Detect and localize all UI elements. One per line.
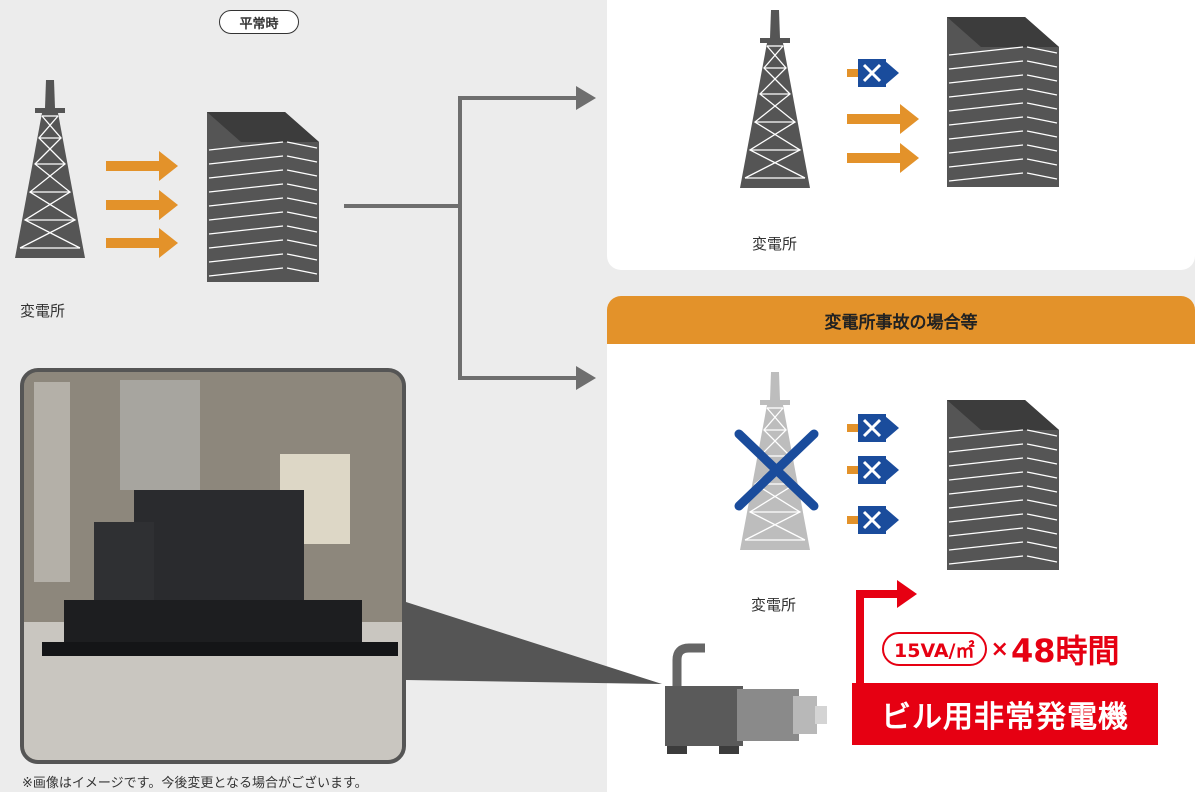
arrowhead-top-icon <box>576 86 596 110</box>
outage-panel-top <box>607 0 1195 270</box>
failure-x-icon <box>734 429 819 511</box>
photo-caption: ※画像はイメージです。今後変更となる場合がございます。 <box>22 776 368 791</box>
substation-label-accident: 変電所 <box>751 596 797 614</box>
multiply-sign: × <box>990 636 1009 662</box>
duration-value: 48時間 <box>1010 632 1120 670</box>
generator-icon <box>665 643 827 754</box>
arrowhead-bottom-icon <box>576 366 596 390</box>
substation-label-top: 変電所 <box>752 235 798 253</box>
generator-supply-arrow <box>856 580 917 716</box>
capacity-value: 15VA/㎡ <box>882 632 987 666</box>
capacity-formula: 15VA/㎡ × 48時間 <box>882 626 1119 672</box>
generator-photo <box>20 368 406 764</box>
accident-drawing <box>665 371 1060 754</box>
accident-header: 変電所事故の場合等 <box>607 296 1195 344</box>
normal-state-badge: 平常時 <box>219 10 299 34</box>
generator-label: ビル用非常発電機 <box>852 683 1158 745</box>
substation-label-normal: 変電所 <box>20 302 66 320</box>
branch-connector <box>344 96 578 380</box>
